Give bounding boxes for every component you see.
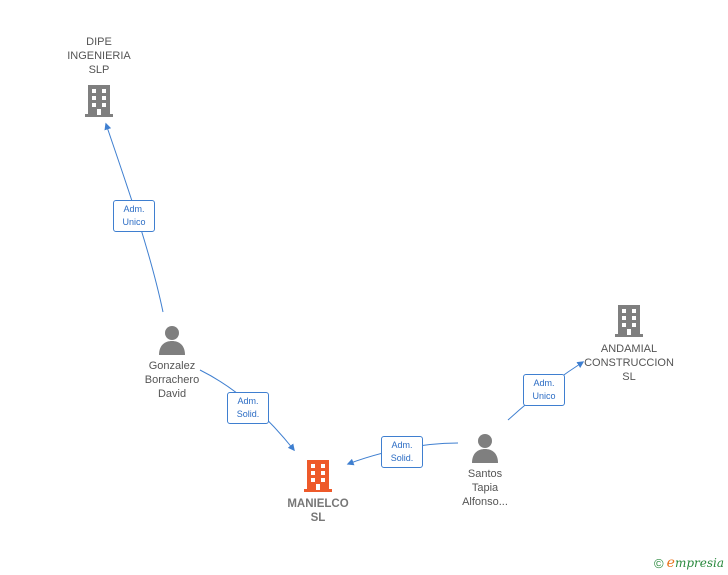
copyright-icon: ©	[654, 555, 664, 571]
edge-label-santos-andamial[interactable]: Adm. Unico	[523, 374, 565, 406]
building-icon	[615, 305, 643, 337]
edge-label-santos-manielco[interactable]: Adm. Solid.	[381, 436, 423, 468]
building-icon	[85, 85, 113, 117]
building-icon	[304, 460, 332, 492]
node-santos-label: Santos Tapia Alfonso...	[462, 468, 508, 508]
node-gonzalez-borrachero[interactable]: Gonzalez Borrachero David	[127, 324, 217, 401]
edge-label-gonzalez-manielco[interactable]: Adm. Solid.	[227, 392, 269, 424]
node-dipe-label: DIPE INGENIERIA SLP	[67, 36, 131, 76]
person-icon	[159, 326, 185, 355]
node-manielco[interactable]: MANIELCO SL	[276, 457, 360, 525]
node-andamial-label: ANDAMIAL CONSTRUCCION SL	[584, 343, 674, 383]
person-icon	[472, 434, 498, 463]
node-gonzalez-label: Gonzalez Borrachero David	[144, 360, 200, 400]
footer-brand: © empresia	[654, 555, 724, 571]
edge-label-gonzalez-dipe[interactable]: Adm. Unico	[113, 200, 155, 232]
node-santos-tapia[interactable]: Santos Tapia Alfonso...	[440, 432, 530, 509]
node-manielco-label: MANIELCO SL	[287, 498, 349, 524]
brand-logo: empresia	[666, 555, 724, 571]
node-dipe-ingenieria[interactable]: DIPE INGENIERIA SLP	[49, 35, 149, 118]
node-andamial-construccion[interactable]: ANDAMIAL CONSTRUCCION SL	[573, 302, 685, 384]
